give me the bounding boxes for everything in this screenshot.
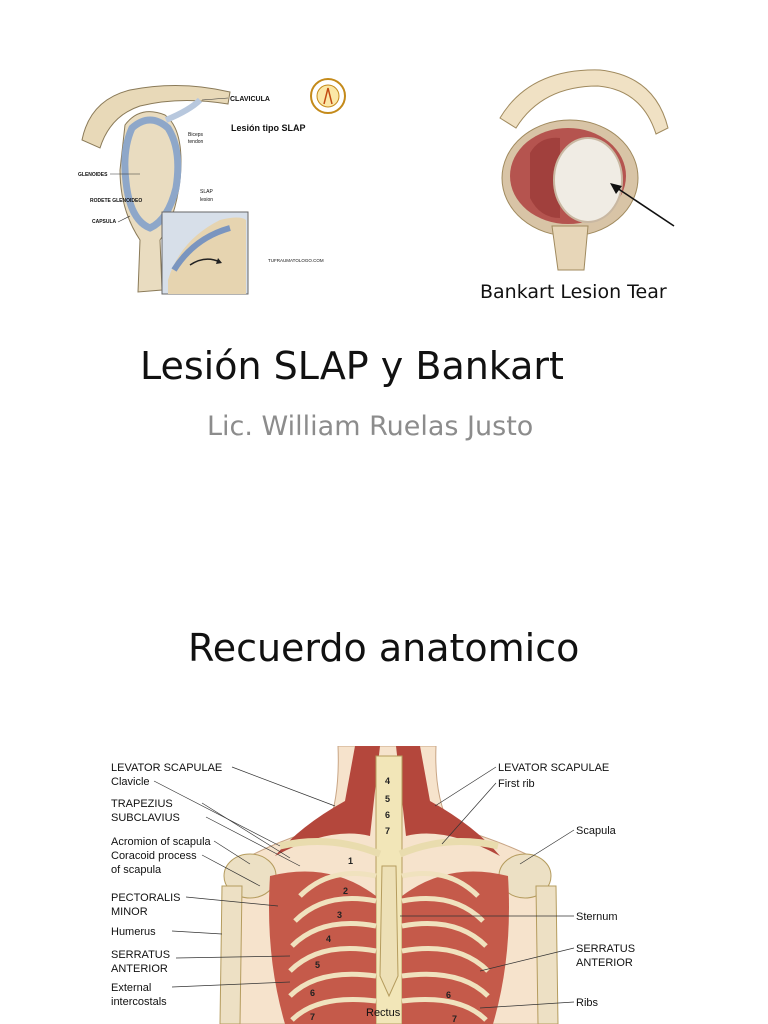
slide-title: Lesión SLAP y Bankart [140, 344, 564, 388]
label-rectus: Rectus [366, 1007, 401, 1019]
slide-title-2: Recuerdo anatomico [188, 626, 580, 670]
label-serratus-left: SERRATUS [111, 949, 170, 961]
label-clavicula: CLAVICULA [230, 96, 270, 103]
label-subclavius: SUBCLAVIUS [111, 812, 180, 824]
label-glenoides: GLENOIDES [78, 172, 108, 178]
label-anterior-right: ANTERIOR [576, 957, 633, 969]
slide-subtitle: Lic. William Ruelas Justo [207, 411, 534, 442]
vertebra-7: 7 [385, 826, 390, 836]
label-coracoid-1: Coracoid process [111, 850, 197, 862]
label-pectoralis: PECTORALIS [111, 892, 181, 904]
label-coracoid-2: of scapula [111, 864, 162, 876]
label-scapula: Scapula [576, 825, 617, 837]
label-lesion: lesion [200, 197, 213, 203]
label-levator-scapulae-left: LEVATOR SCAPULAE [111, 762, 222, 774]
rib-number-1: 1 [348, 856, 353, 866]
label-rodete-glenoideo: RODETE GLENOIDEO [90, 198, 142, 204]
bankart-caption: Bankart Lesion Tear [480, 281, 667, 303]
label-trapezius: TRAPEZIUS [111, 798, 173, 810]
label-first-rib: First rib [498, 778, 535, 790]
label-external: External [111, 982, 151, 994]
label-minor: MINOR [111, 906, 148, 918]
rib-number-7: 7 [310, 1012, 315, 1022]
label-levator-scapulae-right: LEVATOR SCAPULAE [498, 762, 609, 774]
rib-number-6: 6 [310, 988, 315, 998]
rib-number-3: 3 [337, 910, 342, 920]
vertebra-5: 5 [385, 794, 390, 804]
rib-number-2: 2 [343, 886, 348, 896]
bankart-lesion-illustration: Bankart Lesion Tear [480, 69, 675, 303]
label-sternum: Sternum [576, 911, 618, 923]
label-lesion-tipo-slap: Lesión tipo SLAP [231, 123, 306, 133]
label-acromion: Acromion of scapula [111, 836, 212, 848]
slide-separator [0, 530, 768, 550]
label-serratus-right: SERRATUS [576, 943, 635, 955]
rib-number-4: 4 [326, 934, 331, 944]
slide-1: CLAVICULA Lesión tipo SLAP Biceps tendon… [78, 69, 675, 442]
label-tendon: tendon [188, 139, 204, 145]
slap-lesion-illustration: CLAVICULA Lesión tipo SLAP Biceps tendon… [78, 78, 346, 295]
label-humerus: Humerus [111, 926, 156, 938]
rib-number-right-7: 7 [452, 1014, 457, 1024]
label-capsula: CAPSULA [92, 219, 117, 225]
slide-2: Recuerdo anatomico 4 [0, 560, 768, 1024]
label-biceps: Biceps [188, 132, 204, 138]
label-ribs: Ribs [576, 997, 599, 1009]
label-anterior-left: ANTERIOR [111, 963, 168, 975]
label-clavicle: Clavicle [111, 776, 150, 788]
label-intercostals: intercostals [111, 996, 167, 1008]
rib-number-right-6: 6 [446, 990, 451, 1000]
watermark: TUFRAUMATOLOGO.COM [268, 258, 324, 263]
rib-number-5: 5 [315, 960, 320, 970]
vertebra-6: 6 [385, 810, 390, 820]
vertebra-4: 4 [385, 776, 390, 786]
label-slap: SLAP [200, 189, 213, 195]
shoulder-anatomy-illustration: 4 5 6 7 1 2 3 4 5 6 7 6 7 LEVATOR SCAPUL… [111, 746, 635, 1024]
